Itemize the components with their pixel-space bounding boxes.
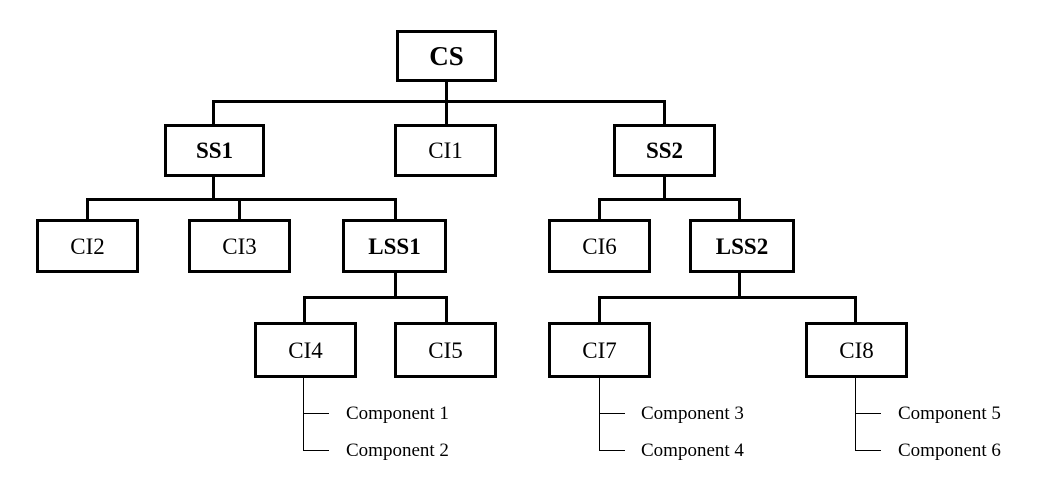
- connector-line: [303, 296, 306, 324]
- component-bracket: [303, 413, 329, 414]
- connector-line: [663, 175, 666, 200]
- node-ci2: CI2: [36, 219, 139, 273]
- node-ss2: SS2: [613, 124, 716, 177]
- connector-line: [598, 296, 601, 324]
- node-ci6: CI6: [548, 219, 651, 273]
- connector-line: [598, 198, 601, 221]
- node-ci5: CI5: [394, 322, 497, 378]
- node-ci3: CI3: [188, 219, 291, 273]
- component-bracket: [599, 450, 625, 451]
- connector-line: [663, 100, 666, 126]
- connector-line: [86, 198, 397, 201]
- component-bracket: [599, 378, 600, 451]
- component-label: Component 5: [898, 403, 1001, 424]
- connector-line: [445, 80, 448, 102]
- component-label: Component 6: [898, 440, 1001, 461]
- node-ss1: SS1: [164, 124, 265, 177]
- node-ci1: CI1: [394, 124, 497, 177]
- connector-line: [394, 271, 397, 298]
- connector-line: [598, 198, 741, 201]
- connector-line: [738, 271, 741, 298]
- component-label: Component 4: [641, 440, 744, 461]
- connector-line: [738, 198, 741, 221]
- connector-line: [86, 198, 89, 221]
- node-lss2: LSS2: [689, 219, 795, 273]
- component-bracket: [303, 450, 329, 451]
- connector-line: [445, 100, 448, 126]
- component-bracket: [303, 378, 304, 451]
- node-ci8: CI8: [805, 322, 908, 378]
- node-cs: CS: [396, 30, 497, 82]
- connector-line: [238, 198, 241, 221]
- node-ci4: CI4: [254, 322, 357, 378]
- component-label: Component 2: [346, 440, 449, 461]
- connector-line: [303, 296, 448, 299]
- connector-line: [212, 100, 215, 126]
- node-ci7: CI7: [548, 322, 651, 378]
- component-bracket: [855, 450, 881, 451]
- connector-line: [598, 296, 857, 299]
- component-label: Component 3: [641, 403, 744, 424]
- connector-line: [212, 100, 666, 103]
- node-lss1: LSS1: [342, 219, 447, 273]
- connector-line: [445, 296, 448, 324]
- component-bracket: [855, 413, 881, 414]
- connector-line: [394, 198, 397, 221]
- component-label: Component 1: [346, 403, 449, 424]
- component-bracket: [855, 378, 856, 451]
- connector-line: [212, 175, 215, 200]
- component-bracket: [599, 413, 625, 414]
- connector-line: [854, 296, 857, 324]
